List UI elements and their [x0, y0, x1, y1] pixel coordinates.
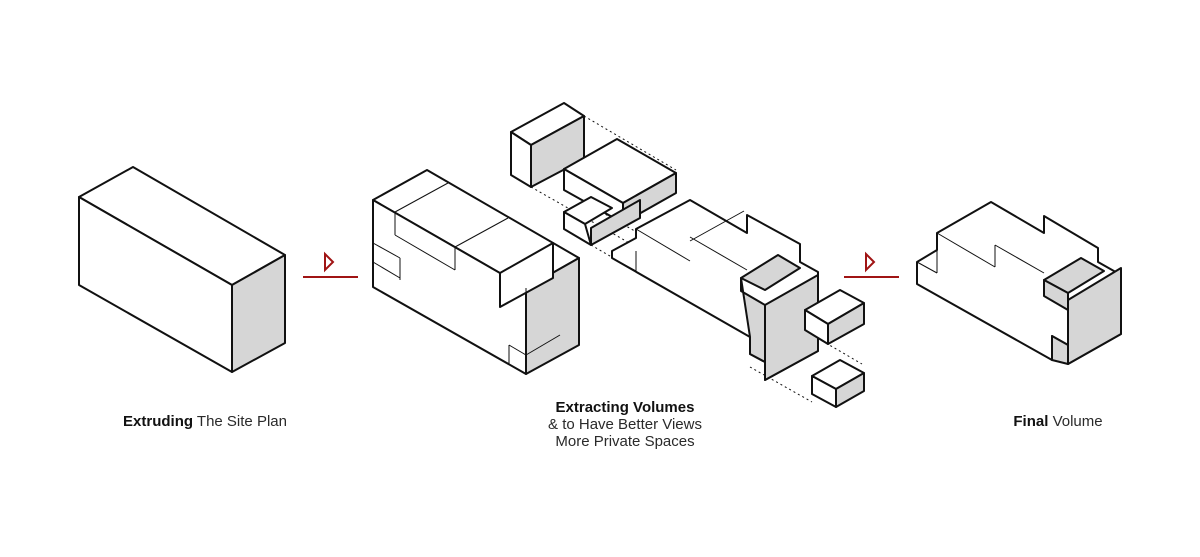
caption-extracting: Extracting Volumes & to Have Better View… — [505, 399, 745, 450]
step-arrow-2 — [844, 251, 899, 278]
play-triangle-icon — [865, 251, 876, 273]
caption-final: Final Volume — [988, 413, 1128, 430]
caption-extruding-bold: Extruding — [123, 413, 194, 430]
extruded-site-volume — [78, 166, 286, 373]
caption-final-bold: Final — [1013, 413, 1049, 430]
play-triangle-icon — [324, 251, 335, 273]
caption-extruding-rest: The Site Plan — [193, 413, 287, 430]
caption-extruding: Extruding The Site Plan — [105, 413, 305, 430]
sub-block-side — [525, 257, 580, 375]
caption-final-rest: Volume — [1048, 413, 1103, 430]
subdivided-volume — [372, 169, 580, 375]
caption-extracting-bold: Extracting Volumes — [555, 399, 695, 416]
block-side-face — [231, 254, 286, 373]
recess-block — [499, 242, 554, 308]
extracted-volumes — [510, 102, 865, 408]
caption-extracting-line2: & to Have Better Views — [548, 416, 702, 433]
step-arrow-1 — [303, 251, 358, 278]
final-volume — [916, 201, 1122, 365]
caption-extracting-line3: More Private Spaces — [555, 433, 695, 450]
